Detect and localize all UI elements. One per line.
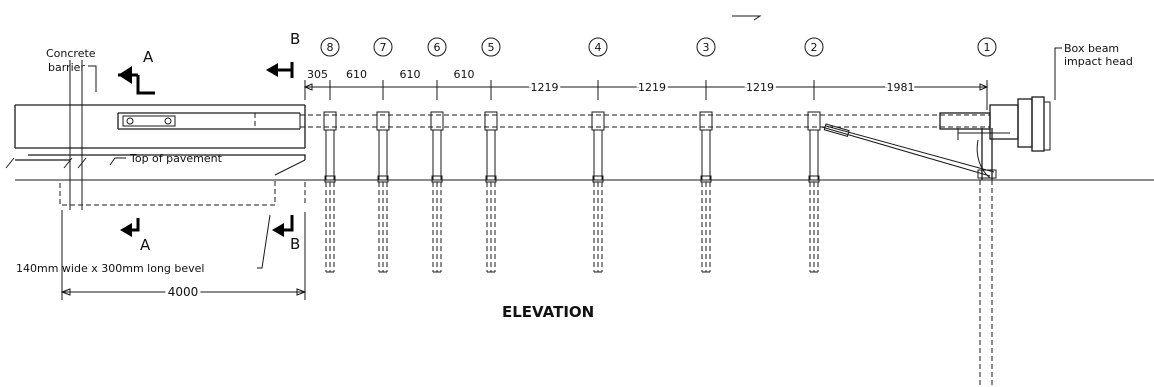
section-marker-b-bottom: B <box>272 215 300 253</box>
top-leader-mark <box>732 15 762 21</box>
post-embedment <box>432 182 442 272</box>
dimension-label-2: 610 <box>400 68 421 81</box>
dimension-label-7: 1981 <box>887 81 915 94</box>
dimension-label-5: 1219 <box>638 81 666 94</box>
post-embedment <box>701 182 711 272</box>
post-number-label: 5 <box>488 41 495 54</box>
post-shaft <box>809 130 819 180</box>
dimension-label-4: 1219 <box>531 81 559 94</box>
impact-head-label-line2: impact head <box>1064 55 1133 68</box>
post-number-label: 6 <box>434 41 441 54</box>
bevel-leader <box>257 214 271 269</box>
overall-dimension-label: 4000 <box>168 285 199 299</box>
dimension-label-3: 610 <box>454 68 475 81</box>
post-embedment <box>809 182 819 272</box>
post-5: 5 <box>481 37 501 273</box>
section-b-label-bottom: B <box>290 235 300 253</box>
post-embedment <box>486 182 496 272</box>
section-b-label: B <box>290 30 300 48</box>
post-number-label: 3 <box>703 41 710 54</box>
post-number-label: 7 <box>380 41 387 54</box>
post-3: 3 <box>696 37 716 273</box>
post-number-label: 4 <box>595 41 602 54</box>
post-bubble <box>373 37 393 57</box>
post-shaft <box>378 130 388 180</box>
post-bubble <box>977 37 997 57</box>
post-embedment <box>378 182 388 272</box>
pavement-leader <box>109 157 126 166</box>
post-blockout <box>591 111 605 131</box>
post-embedment <box>325 182 335 272</box>
post-embedment <box>593 182 603 272</box>
dimension-label-0: 305 <box>307 68 328 81</box>
post-6: 6 <box>427 37 447 273</box>
post-blockout <box>807 111 821 131</box>
post-blockout <box>430 111 444 131</box>
dimension-label-6: 1219 <box>746 81 774 94</box>
anchor-post <box>977 128 997 385</box>
section-marker-a-top: A <box>118 48 155 95</box>
drawing-title: ELEVATION <box>502 303 594 321</box>
section-a-label-bottom: A <box>140 236 151 254</box>
post-blockout <box>323 111 337 131</box>
concrete-barrier <box>5 60 306 210</box>
top-of-pavement-label: Top of pavement <box>129 152 223 165</box>
post-bubble <box>320 37 340 57</box>
post-shaft <box>325 130 335 180</box>
post-shaft <box>432 130 442 180</box>
post-shaft <box>486 130 496 180</box>
post-1: 1 <box>977 37 997 57</box>
post-shaft <box>593 130 603 180</box>
post-number-label: 2 <box>811 41 818 54</box>
post-number-label: 8 <box>327 41 334 54</box>
post-bubble <box>804 37 824 57</box>
box-beam-impact-head <box>939 96 1051 179</box>
post-bubble <box>696 37 716 57</box>
post-bubble <box>481 37 501 57</box>
post-bubble <box>427 37 447 57</box>
concrete-barrier-leader <box>88 65 97 92</box>
post-8: 8 <box>320 37 340 273</box>
post-number-label: 1 <box>984 41 991 54</box>
post-blockout <box>484 111 498 131</box>
post-4: 4 <box>588 37 608 273</box>
box-beam-rail <box>117 112 990 130</box>
post-2: 2 <box>804 37 824 273</box>
anchor-cable <box>821 123 995 177</box>
impact-head-leader <box>1054 47 1062 100</box>
post-blockout <box>699 111 713 131</box>
concrete-barrier-label-line1: Concrete <box>46 47 96 60</box>
section-a-label: A <box>143 48 154 66</box>
section-marker-a-bottom: A <box>120 218 151 254</box>
post-blockout <box>376 111 390 131</box>
dimension-label-1: 610 <box>346 68 367 81</box>
post-bubble <box>588 37 608 57</box>
concrete-barrier-label-line2: barrier <box>48 61 85 74</box>
post-shaft <box>701 130 711 180</box>
bevel-label: 140mm wide x 300mm long bevel <box>16 262 204 275</box>
post-7: 7 <box>373 37 393 273</box>
impact-head-label-line1: Box beam <box>1064 42 1119 55</box>
section-marker-b-top: B <box>266 30 300 78</box>
